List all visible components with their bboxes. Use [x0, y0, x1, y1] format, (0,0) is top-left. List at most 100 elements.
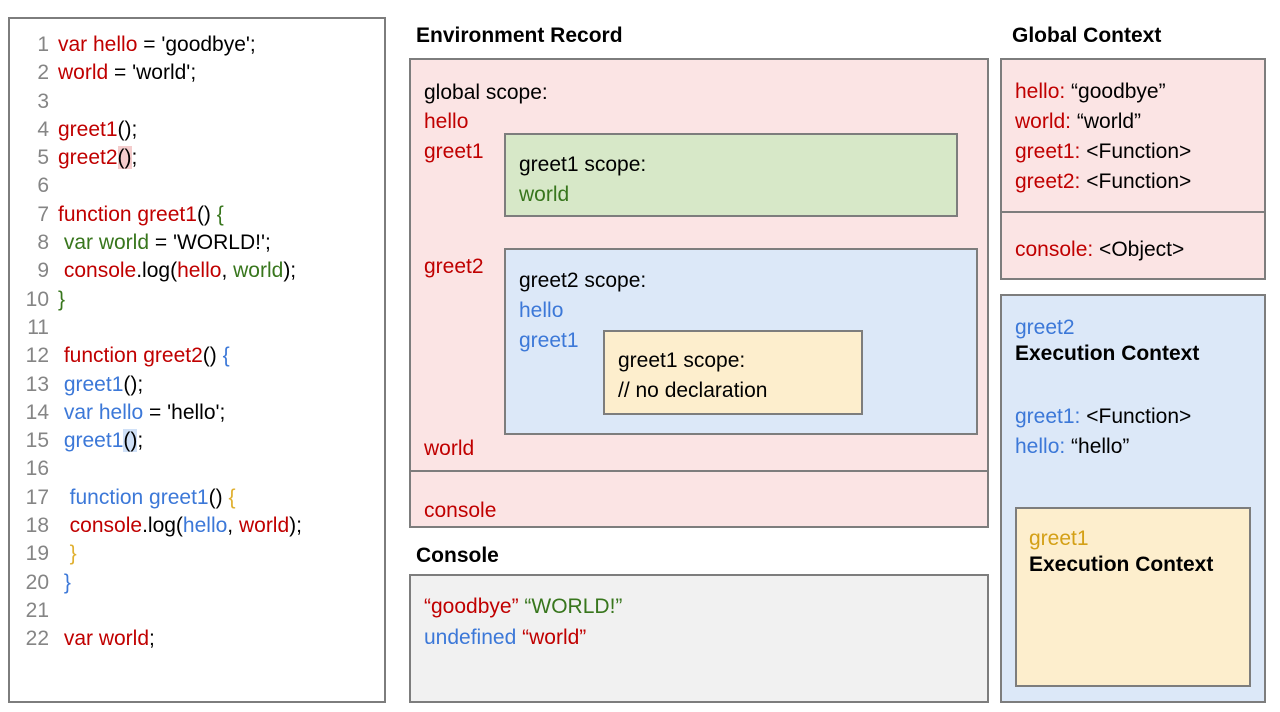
environment-record-title: Environment Record [416, 24, 623, 47]
code-line-number: 13 [25, 372, 49, 396]
code-token: = 'hello'; [143, 400, 226, 424]
greet2-scope-binding-hello: hello [519, 299, 564, 322]
code-line-text: var world; [58, 627, 155, 651]
code-token: (); [117, 117, 138, 141]
code-token: = 'goodbye'; [137, 33, 256, 56]
console-title: Console [416, 544, 499, 567]
code-line-text: greet2(); [58, 146, 137, 170]
code-line: 8 var world = 'WORLD!'; [10, 231, 384, 259]
inner-greet1-scope-title: greet1 scope: [618, 349, 746, 372]
global-context-entry: greet1: <Function> [1015, 141, 1191, 162]
code-token: , [221, 259, 234, 283]
console-token: “world” [522, 626, 587, 649]
code-line: 20 } [10, 571, 384, 599]
code-line-number: 8 [37, 231, 49, 255]
code-line-number: 14 [25, 400, 49, 424]
environment-record-box: global scope: hello greet1 greet2 world … [409, 58, 989, 528]
code-line: 10} [10, 288, 384, 316]
code-line: 19 } [10, 542, 384, 570]
code-line-text: function greet1() { [58, 203, 224, 227]
code-line-number: 6 [37, 174, 49, 198]
global-context-builtins-section: console: <Object> [1002, 213, 1264, 278]
code-line-text: function greet2() { [58, 344, 230, 368]
code-line: 13 greet1(); [10, 373, 384, 401]
inner-greet1-scope-note: // no declaration [618, 379, 768, 402]
global-context-entry: world: “world” [1015, 111, 1141, 132]
console-output-line: “goodbye” “WORLD!” [424, 596, 622, 617]
greet1-scope-binding-world: world [519, 183, 570, 206]
global-context-entry: console: <Object> [1015, 239, 1184, 260]
code-token: function greet1 [58, 202, 197, 226]
code-line-text: greet1(); [58, 429, 143, 453]
entry-value: “goodbye” [1065, 80, 1166, 103]
code-line: 9 console.log(hello, world); [10, 259, 384, 287]
greet1-execution-context-box: greet1 Execution Context [1015, 507, 1251, 687]
code-token: world [58, 61, 109, 85]
global-context-entry: greet2: <Function> [1015, 171, 1191, 192]
code-line-text: function greet1() { [58, 485, 236, 510]
code-line-number: 9 [37, 259, 49, 283]
code-line-text: console.log(hello, world); [58, 514, 302, 538]
code-line-number: 2 [37, 61, 49, 85]
code-token: world [238, 514, 290, 538]
code-line-number: 4 [37, 117, 49, 141]
global-binding-greet1: greet1 [424, 140, 484, 163]
code-line: 21 [10, 599, 384, 627]
code-token: () [208, 485, 229, 509]
code-token: var hello [58, 33, 138, 56]
code-line-number: 5 [37, 146, 49, 170]
global-binding-hello: hello [424, 110, 469, 133]
greet2-scope-box: greet2 scope: hello greet1 greet1 scope:… [504, 248, 978, 435]
code-line-number: 3 [37, 89, 49, 113]
code-token: { [216, 202, 224, 226]
code-line: 18 console.log(hello, world); [10, 514, 384, 542]
entry-key: hello: [1015, 435, 1066, 458]
code-token: { [222, 344, 230, 368]
console-output-box: “goodbye” “WORLD!” undefined “world” [409, 574, 989, 703]
code-token: greet2 [58, 146, 118, 170]
greet1-scope-title: greet1 scope: [519, 153, 647, 176]
console-token: “WORLD!” [524, 595, 623, 618]
code-token: ; [131, 146, 138, 170]
code-token: () [117, 146, 132, 170]
code-token: ; [149, 627, 155, 651]
code-line-text: var world = 'WORLD!'; [58, 231, 271, 255]
code-line-number: 18 [25, 514, 49, 538]
code-token: var world [58, 231, 150, 255]
code-token: console [58, 514, 143, 538]
code-line-number: 10 [25, 287, 49, 311]
code-line-number: 21 [25, 598, 49, 622]
code-token: function greet1 [58, 485, 209, 509]
greet2-execution-context-heading: Execution Context [1015, 342, 1200, 365]
code-token: () [123, 429, 138, 453]
code-token: hello [177, 259, 222, 283]
entry-value: <Object> [1093, 238, 1185, 261]
code-token: = 'WORLD!'; [149, 231, 271, 255]
code-token: () [196, 202, 217, 226]
code-token: (); [123, 372, 144, 396]
console-token: undefined [424, 626, 517, 649]
code-token: ); [289, 514, 302, 538]
code-token: .log( [142, 514, 183, 538]
entry-key: console: [1015, 238, 1094, 261]
code-token: } [58, 287, 66, 311]
global-context-entry: hello: “goodbye” [1015, 81, 1166, 102]
code-token: ); [283, 259, 297, 283]
greet1-scope-box: greet1 scope: world [504, 133, 958, 217]
code-token: () [202, 344, 223, 368]
entry-value: <Function> [1080, 170, 1192, 193]
code-token: hello [182, 514, 228, 538]
console-token: “goodbye” [424, 595, 519, 618]
code-line: 5 greet2(); [10, 146, 384, 174]
console-output-line: undefined “world” [424, 627, 586, 648]
inner-greet1-scope-box: greet1 scope: // no declaration [603, 330, 863, 415]
code-line-number: 12 [25, 344, 49, 368]
global-binding-greet2: greet2 [424, 255, 484, 278]
code-line: 6 [10, 174, 384, 202]
entry-key: greet1: [1015, 140, 1081, 163]
code-line-text: var hello = 'hello'; [58, 400, 226, 425]
code-token: ; [137, 429, 144, 453]
entry-value: <Function> [1080, 140, 1192, 163]
